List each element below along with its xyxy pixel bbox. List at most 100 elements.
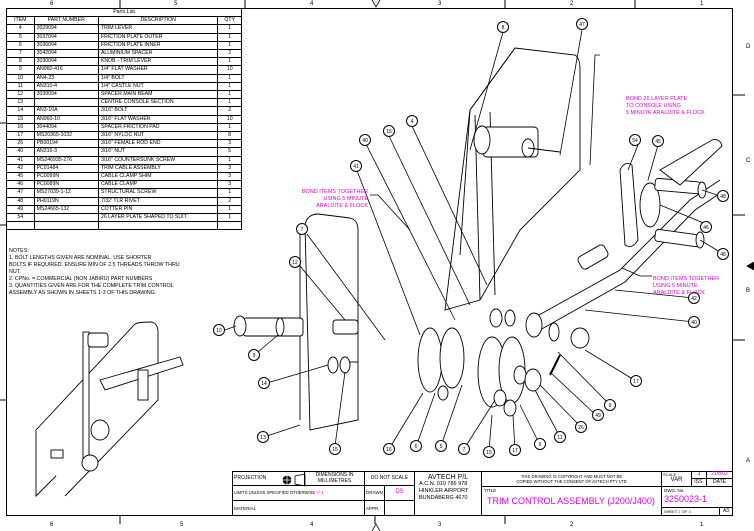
row-description: STRUCTURAL SCREW <box>97 188 219 198</box>
row-item: 10 <box>6 73 35 83</box>
header-description: DESCRIPTION <box>97 16 219 26</box>
row-qty: 1 <box>217 204 242 215</box>
scale-label: SCALE <box>663 472 677 477</box>
item-balloon: 15 <box>329 443 341 455</box>
note-line: 3. QUANTITIES GIVEN ARE FOR THE COMPLETE… <box>9 283 174 289</box>
date-label: DATE <box>707 479 733 487</box>
row-part-number: MS20365-1032 <box>33 131 99 141</box>
zone-right-b: B <box>746 288 751 294</box>
item-balloon: 9 <box>604 399 616 411</box>
item-balloon: 6 <box>410 440 422 452</box>
row-item: 12 <box>6 90 35 100</box>
annotation-line: USING 5 MINUTE <box>323 196 368 202</box>
item-balloon: 49 <box>592 409 604 421</box>
company-address-2: BUNDABERG 4670 <box>419 495 468 501</box>
row-qty: 2 <box>217 49 242 59</box>
row-item: 40 <box>6 147 35 157</box>
appr-value <box>385 501 415 516</box>
item-balloon: 17 <box>630 375 642 387</box>
row-description: 3/16" FLAT WASHER <box>97 114 219 124</box>
copyright-cell: THIS DRAWING IS COPYRIGHT AND MUST NOT B… <box>482 471 662 487</box>
zone-top-2: 2 <box>570 1 574 7</box>
empty-cell <box>217 221 242 231</box>
annotation-line: BOND 26 LAYER PLATE <box>626 96 688 102</box>
row-qty: 2 <box>217 196 242 206</box>
note-line: 2. CPNo. = COMMERCIAL (NON JABIRU) PART … <box>9 276 153 282</box>
item-balloon: 4 <box>406 115 418 127</box>
note-line: ASSEMBLY AS SHOWN IN SHEETS 1-3 OF THIS … <box>9 290 157 296</box>
empty-cell <box>33 221 99 231</box>
row-description: TRIM CABLE ASSEMBLY <box>97 163 219 174</box>
row-qty: 3 <box>217 180 242 190</box>
item-balloon: 11 <box>554 431 566 443</box>
row-part-number: AN3-10A <box>33 106 99 116</box>
item-balloon: 15 <box>383 125 395 137</box>
row-part-number: PB00194 <box>33 139 99 149</box>
notes-heading: NOTES: <box>9 248 29 254</box>
row-qty: 1 <box>217 73 242 83</box>
row-part-number: PC01484 <box>33 163 99 174</box>
header-qty: QTY <box>217 16 242 26</box>
row-item: 17 <box>6 131 35 141</box>
item-balloon: 46 <box>700 221 712 233</box>
row-part-number: 3030094 <box>33 57 99 67</box>
row-item: 4 <box>6 24 35 34</box>
annotation-line: USING 5 MINUTE <box>653 283 698 289</box>
row-qty: 1 <box>217 32 242 42</box>
title-label: TITLE <box>484 488 497 493</box>
row-description: 3/16" BOLT <box>97 106 219 116</box>
row-item: 16 <box>6 122 35 133</box>
notes-block: NOTES: 1. BOLT LENGTHS GIVEN ARE NOMINAL… <box>6 248 243 297</box>
row-item: 6 <box>6 40 35 51</box>
zone-top-3: 3 <box>438 1 442 7</box>
sheet-label: SHEET <box>664 509 678 514</box>
row-part-number: MS24665-132 <box>33 204 99 215</box>
of-label: OF <box>681 509 688 514</box>
row-description: 1/4" FLAT WASHER <box>97 65 219 75</box>
dimensions-cell: DIMENSIONS IN MILLIMETRES <box>305 471 365 486</box>
row-qty: 3 <box>217 139 242 149</box>
row-qty: 3 <box>217 163 242 174</box>
annotation-line: 5 MINUTE ARALDITE & FLOCK <box>626 110 705 116</box>
row-description: ALUMINIUM SPACER <box>97 49 219 59</box>
company-address-1: HINKLER AIRPORT <box>419 488 469 494</box>
projection-cell: PROJECTION <box>232 471 305 486</box>
item-balloon: 8 <box>497 21 509 33</box>
row-part-number: 3037094 <box>33 32 99 42</box>
appr-label: APPR. <box>365 501 385 516</box>
row-part-number: PC0099N <box>33 172 99 182</box>
company-acn: A.C.N. 010 786 978 <box>419 481 468 487</box>
sheet-value: 1 <box>678 509 681 514</box>
copyright-line: COPIED WITHOUT THE CONSENT OF AVTECH PTY… <box>516 479 627 484</box>
row-item: 8 <box>6 57 35 67</box>
row-part-number: PH0119N <box>33 196 99 206</box>
row-part-number: AN316-3 <box>33 147 99 157</box>
item-balloon: 48 <box>717 248 729 260</box>
row-part-number: AN310-4 <box>33 81 99 92</box>
limits-cell: LIMITS UNLESS SPECIFIED OTHERWISE +/-1 <box>232 486 365 501</box>
item-balloon: 7 <box>458 443 470 455</box>
annotation-bond-plate: BOND 26 LAYER PLATE TO CONSOLE USING 5 M… <box>626 96 705 117</box>
row-qty: 1 <box>217 122 242 133</box>
item-balloon: 13 <box>257 431 269 443</box>
sheet-cell: SHEET 1 OF 3 <box>662 508 720 516</box>
annotation-line: TO CONSOLE USING <box>626 103 681 109</box>
row-description: 3/16" NUT <box>97 147 219 157</box>
limits-label: LIMITS UNLESS SPECIFIED OTHERWISE <box>234 490 316 495</box>
row-qty: 1 <box>217 155 242 165</box>
row-qty: 1 <box>217 213 242 223</box>
issue-value: 1 <box>692 471 707 479</box>
row-item: 9 <box>6 65 35 75</box>
